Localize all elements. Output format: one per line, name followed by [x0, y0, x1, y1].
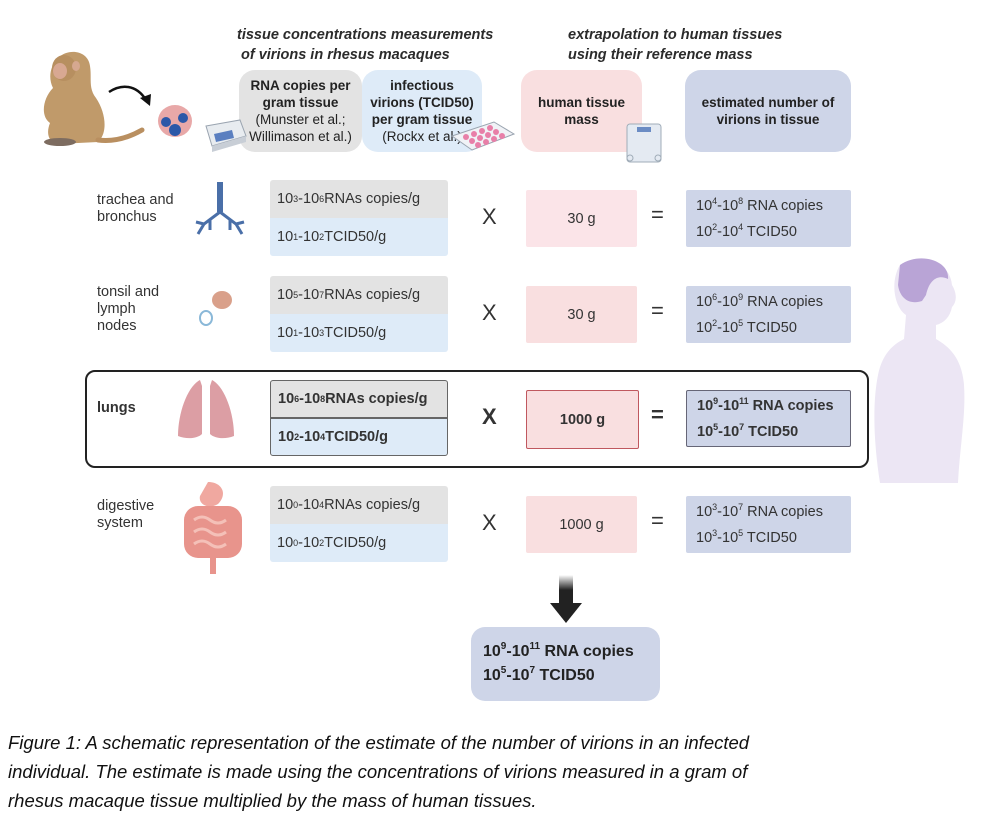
equals-sign: =	[651, 202, 664, 227]
equals-sign: =	[651, 402, 664, 427]
header-text: virions (TCID50)	[370, 95, 474, 110]
title-line: of virions in rhesus macaques	[241, 47, 450, 63]
macaque-measurements-title: tissue concentrations measurements of vi…	[237, 25, 493, 65]
multiply-sign: X	[482, 510, 497, 535]
rna-column-header: RNA copies per gram tissue (Munster et a…	[239, 70, 362, 152]
figure-caption: Figure 1: A schematic representation of …	[8, 728, 978, 815]
caption-line: rhesus macaque tissue multiplied by the …	[8, 790, 537, 811]
human-tissue-mass-cell: 1000 g	[526, 496, 637, 553]
lungs-icon	[172, 376, 242, 447]
pcr-machine-icon	[205, 119, 247, 152]
lungs-highlight-frame	[85, 370, 869, 468]
estimated-virions-cell: 109-1011 RNA copies 105-107 TCID50	[686, 390, 851, 447]
header-text: human tissue	[537, 95, 626, 110]
multiply-sign: X	[482, 300, 497, 325]
trachea-icon	[190, 180, 250, 245]
tonsil-lymph-node-icon	[192, 284, 242, 339]
source-citation: Willimason et al.)	[249, 129, 352, 144]
tcid-column-header: infectious virions (TCID50) per gram tis…	[362, 70, 482, 152]
equals-sign: =	[651, 508, 664, 533]
total-virions-result: 109-1011 RNA copies 105-107 TCID50	[471, 627, 660, 701]
infected-tissue-icon	[158, 105, 192, 137]
source-citation: (Rockx et al.)	[382, 129, 462, 144]
caption-line: individual. The estimate is made using t…	[8, 761, 748, 782]
header-text: mass	[564, 112, 599, 127]
bathroom-scale-icon	[626, 123, 662, 163]
human-tissue-mass-cell: 30 g	[526, 286, 637, 343]
rhesus-macaque-icon	[43, 51, 145, 146]
header-text: per gram tissue	[371, 112, 473, 127]
digestive-system-icon	[178, 480, 248, 581]
estimated-virions-cell: 104-108 RNA copies 102-104 TCID50	[686, 190, 851, 247]
header-text: estimated number of	[701, 95, 835, 110]
caption-line: Figure 1: A schematic representation of …	[8, 732, 750, 753]
final-tcid: 105-107 TCID50	[483, 665, 595, 685]
header-text: infectious	[390, 78, 454, 93]
estimated-virions-cell: 103-107 RNA copies 103-105 TCID50	[686, 496, 851, 553]
header-text: RNA copies per	[250, 78, 351, 93]
estimated-virions-column-header: estimated number of virions in tissue	[685, 70, 851, 152]
human-tissue-mass-cell: 1000 g	[526, 390, 639, 449]
title-line: extrapolation to human tissues	[568, 27, 783, 43]
source-citation: (Munster et al.;	[255, 112, 346, 127]
final-rna: 109-1011 RNA copies	[483, 641, 634, 661]
header-text: virions in tissue	[716, 112, 820, 127]
well-plate-icon	[450, 121, 516, 151]
human-profile-icon	[874, 258, 965, 483]
estimated-virions-cell: 106-109 RNA copies 102-105 TCID50	[686, 286, 851, 343]
equals-sign: =	[651, 298, 664, 323]
down-arrow-icon	[550, 575, 582, 623]
title-line: using their reference mass	[568, 47, 753, 63]
human-mass-column-header: human tissue mass	[521, 70, 642, 152]
multiply-sign: X	[482, 204, 497, 229]
curved-arrow-icon	[108, 85, 151, 106]
title-line: tissue concentrations measurements	[237, 27, 494, 43]
header-text: gram tissue	[262, 95, 339, 110]
organ-label: lungs	[97, 400, 136, 416]
multiply-sign: X	[482, 404, 497, 429]
extrapolation-title: extrapolation to human tissues using the…	[568, 25, 782, 65]
human-tissue-mass-cell: 30 g	[526, 190, 637, 247]
